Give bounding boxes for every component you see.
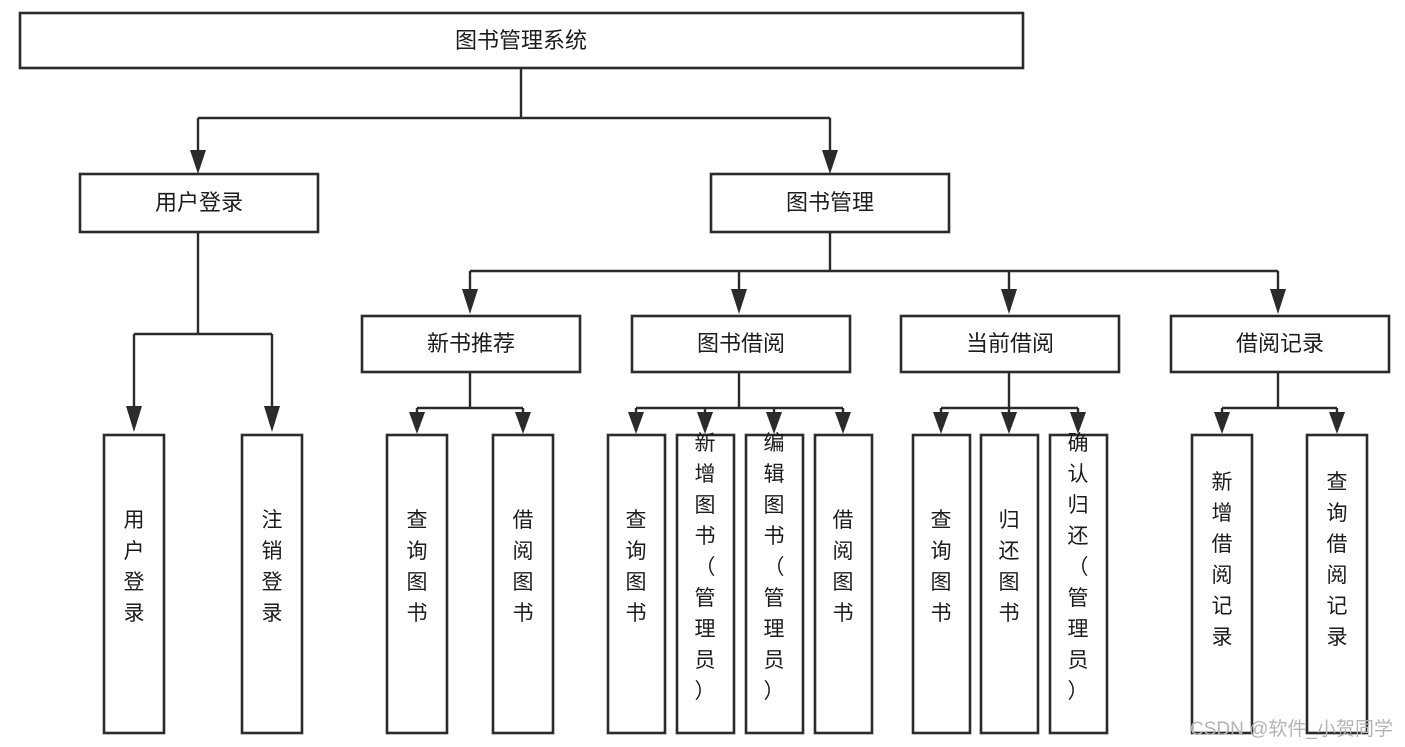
arrow-head-leaf-query-book-3: [933, 412, 949, 434]
node-leaf-query-book-1-box[interactable]: [385, 433, 449, 735]
arrow-head-leaf-confirm-return: [1070, 412, 1086, 434]
arrow-head-leaf-edit-book: [766, 412, 782, 434]
node-leaf-query-book-1[interactable]: 查询图书: [385, 433, 449, 735]
watermark-label: CSDN @软件_小贺同学: [1190, 718, 1393, 740]
node-book-manage-box[interactable]: [709, 172, 951, 234]
node-leaf-logout[interactable]: 注销登录: [240, 433, 304, 735]
node-leaf-query-book-2-label: 查询图书: [626, 509, 647, 625]
node-book-borrow-label: 图书借阅: [697, 331, 785, 356]
node-user-login[interactable]: 用户登录: [78, 172, 320, 234]
node-leaf-edit-book[interactable]: 编辑图书（管理员）: [744, 432, 805, 735]
arrow-head-leaf-query-book-1: [409, 412, 425, 434]
node-user-login-label: 用户登录: [155, 190, 243, 215]
arrow-head-leaf-borrow-book-2: [835, 412, 851, 434]
arrow-head-leaf-return-book: [1001, 412, 1017, 434]
node-leaf-edit-book-label: 编辑图书（管理员）: [764, 432, 785, 703]
node-new-book-recommend-label: 新书推荐: [427, 331, 515, 356]
node-leaf-query-book-3[interactable]: 查询图书: [911, 433, 972, 735]
node-leaf-add-record-box[interactable]: [1190, 433, 1254, 735]
node-leaf-return-book-box[interactable]: [979, 433, 1040, 735]
node-new-book-recommend[interactable]: 新书推荐: [360, 314, 582, 374]
node-root-box[interactable]: [18, 11, 1025, 70]
node-leaf-logout-label: 注销登录: [262, 509, 283, 625]
node-current-borrow[interactable]: 当前借阅: [899, 314, 1121, 374]
node-leaf-confirm-return[interactable]: 确认归还（管理员）: [1048, 432, 1109, 735]
arrow-head-book-borrow: [731, 289, 747, 314]
node-leaf-query-book-2-box[interactable]: [606, 433, 667, 735]
node-leaf-query-book-3-box[interactable]: [911, 433, 972, 735]
node-leaf-borrow-book-1[interactable]: 借阅图书: [491, 433, 555, 735]
node-user-login-box[interactable]: [78, 172, 320, 234]
node-current-borrow-label: 当前借阅: [966, 331, 1054, 356]
node-leaf-user-login-box[interactable]: [102, 433, 166, 735]
node-borrow-record[interactable]: 借阅记录: [1169, 314, 1391, 374]
node-leaf-add-book[interactable]: 新增图书（管理员）: [675, 432, 736, 735]
node-book-manage-label: 图书管理: [786, 190, 874, 215]
arrow-head-book-manage: [822, 150, 838, 174]
node-borrow-record-box[interactable]: [1169, 314, 1391, 374]
node-leaf-add-book-label: 新增图书（管理员）: [695, 432, 716, 703]
node-leaf-query-book-2[interactable]: 查询图书: [606, 433, 667, 735]
node-root[interactable]: 图书管理系统: [18, 11, 1025, 70]
node-leaf-return-book-label: 归还图书: [999, 509, 1020, 625]
node-leaf-borrow-book-2-box[interactable]: [813, 433, 874, 735]
node-leaf-confirm-return-label: 确认归还（管理员）: [1068, 432, 1089, 703]
node-new-book-recommend-box[interactable]: [360, 314, 582, 374]
node-leaf-add-record-label: 新增借阅记录: [1212, 471, 1233, 649]
node-leaf-borrow-book-2[interactable]: 借阅图书: [813, 433, 874, 735]
node-leaf-query-book-1-label: 查询图书: [407, 509, 428, 625]
arrow-head-user-login: [190, 150, 206, 174]
node-book-manage[interactable]: 图书管理: [709, 172, 951, 234]
node-leaf-confirm-return-box[interactable]: [1048, 433, 1109, 735]
connector-layer: [126, 68, 1345, 434]
arrow-head-leaf-add-book: [697, 412, 713, 434]
arrow-head-leaf-logout: [264, 406, 280, 432]
node-leaf-query-record-box[interactable]: [1305, 433, 1369, 735]
node-current-borrow-box[interactable]: [899, 314, 1121, 374]
node-borrow-record-label: 借阅记录: [1236, 331, 1324, 356]
arrow-head-borrow-record: [1270, 289, 1286, 314]
node-leaf-edit-book-box[interactable]: [744, 433, 805, 735]
node-leaf-user-login[interactable]: 用户登录: [102, 433, 166, 735]
node-leaf-add-book-box[interactable]: [675, 433, 736, 735]
arrow-head-new-book-recommend: [462, 289, 478, 314]
arrow-head-leaf-add-record: [1214, 412, 1230, 434]
node-leaf-query-book-3-label: 查询图书: [931, 509, 952, 625]
node-leaf-query-record[interactable]: 查询借阅记录: [1305, 433, 1369, 735]
node-root-label: 图书管理系统: [455, 28, 587, 53]
node-leaf-borrow-book-1-label: 借阅图书: [513, 509, 534, 625]
arrow-head-leaf-borrow-book-1: [515, 412, 531, 434]
node-leaf-return-book[interactable]: 归还图书: [979, 433, 1040, 735]
node-leaf-add-record[interactable]: 新增借阅记录: [1190, 433, 1254, 735]
arrow-head-leaf-query-book-2: [628, 412, 644, 434]
arrow-head-leaf-user-login: [126, 406, 142, 432]
node-leaf-borrow-book-1-box[interactable]: [491, 433, 555, 735]
arrow-head-current-borrow: [1001, 289, 1017, 314]
node-leaf-logout-box[interactable]: [240, 433, 304, 735]
node-book-borrow-box[interactable]: [630, 314, 852, 374]
node-leaf-borrow-book-2-label: 借阅图书: [833, 509, 854, 625]
node-book-borrow[interactable]: 图书借阅: [630, 314, 852, 374]
node-leaf-user-login-label: 用户登录: [124, 509, 145, 625]
node-leaf-query-record-label: 查询借阅记录: [1327, 471, 1348, 649]
arrow-head-leaf-query-record: [1329, 412, 1345, 434]
